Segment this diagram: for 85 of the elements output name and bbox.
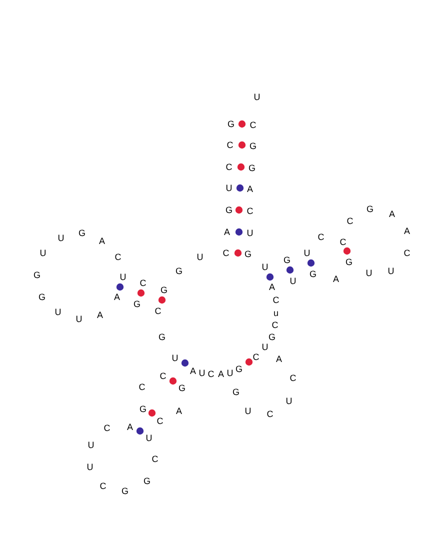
nucleotide-letter: C — [100, 481, 106, 491]
nucleotide-letter: G — [134, 299, 140, 309]
nucleotide-letter: C — [250, 120, 256, 130]
nucleotide-letter: G — [284, 255, 290, 265]
nucleotide-letter: C — [290, 373, 296, 383]
nucleotide-letter: G — [346, 257, 352, 267]
nucleotide-letter: A — [269, 282, 275, 292]
nucleotide-letter: G — [366, 204, 374, 214]
nucleotide-letter: A — [333, 274, 339, 284]
nucleotide-letter: C — [226, 140, 234, 150]
nucleotide-letter: C — [246, 206, 254, 216]
nucleotide-letter: A — [99, 236, 105, 246]
nucleotide-letter: U — [88, 440, 94, 450]
nucleotide-letter: C — [154, 306, 162, 316]
nucleotide-letter: U — [262, 262, 268, 272]
nucleotide-letter: C — [156, 416, 164, 426]
nucleotide-letter: U — [40, 248, 46, 258]
nucleotide-letter: G — [226, 205, 232, 215]
nucleotide-letter: G — [34, 270, 40, 280]
nucleotide-letter: G — [178, 383, 186, 393]
nucleotide-letter: u — [274, 308, 278, 318]
nucleotide-letter: A — [276, 354, 282, 364]
nucleotide-letter: C — [160, 371, 166, 381]
nucleotide-letter: U — [226, 368, 234, 378]
nucleotide-letter: U — [196, 252, 204, 262]
nucleotide-letter: U — [54, 307, 62, 317]
nucleotide-letter: U — [246, 228, 254, 238]
nucleotide-letter: A — [247, 184, 253, 194]
nucleotide-letter: C — [340, 237, 346, 247]
nucleotide-letter: A — [114, 292, 120, 302]
nucleotide-letter: A — [404, 226, 410, 236]
nucleotide-letter: G — [122, 486, 128, 496]
nucleotide-letter: U — [146, 433, 152, 443]
nucleotide-letter: G — [144, 476, 150, 486]
nucleotide-letter: A — [389, 209, 395, 219]
nucleotide-letter: U — [388, 266, 394, 276]
nucleotide-letter: U — [172, 353, 178, 363]
nucleotide-letter: G — [158, 332, 166, 342]
nucleotide-letter: G — [244, 249, 252, 259]
nucleotide-letter: U — [366, 268, 372, 278]
nucleotide-letter: U — [226, 183, 232, 193]
nucleotide-letter: G — [160, 285, 168, 295]
nucleotide-letter: G — [248, 163, 256, 173]
nucleotide-letter: C — [138, 382, 146, 392]
nucleotide-letter: U — [76, 314, 82, 324]
nucleotide-letter: C — [226, 162, 232, 172]
nucleotide-letter: C — [104, 423, 110, 433]
nucleotide-letter: C — [114, 252, 122, 262]
nucleotide-letter: A — [190, 366, 196, 376]
nucleotide-letter: G — [78, 228, 86, 238]
nucleotide-letter: C — [318, 232, 324, 242]
nucleotide-letter: U — [254, 92, 260, 102]
nucleotide-letter: U — [286, 396, 292, 406]
nucleotide-letter: U — [120, 272, 126, 282]
nucleotide-letter: U — [244, 406, 252, 416]
nucleotide-letter: U — [262, 342, 268, 352]
nucleotide-letter: C — [272, 320, 278, 330]
nucleotide-letter: G — [310, 269, 316, 279]
nucleotide-letter: G — [176, 266, 182, 276]
nucleotide-letter: A — [97, 310, 103, 320]
nucleotide-letter: C — [404, 248, 410, 258]
nucleotide-letter: A — [176, 406, 182, 416]
nucleotide-letter: G — [140, 404, 146, 414]
nucleotide-letter: C — [222, 248, 230, 258]
nucleotide-letter: C — [272, 295, 280, 305]
nucleotide-letter: C — [152, 454, 158, 464]
nucleotide-letter: C — [140, 278, 146, 288]
nucleotide-letter: U — [304, 248, 310, 258]
nucleotide-letter: G — [38, 292, 46, 302]
nucleotide-letter: C — [266, 409, 274, 419]
nucleotide-letter: G — [236, 364, 242, 374]
nucleotide-letter: C — [346, 216, 354, 226]
nucleotide-letter: G — [228, 119, 234, 129]
nucleotide-letter: G — [268, 332, 276, 342]
nucleotide-letter: A — [224, 227, 230, 237]
nucleotide-letter: U — [290, 276, 296, 286]
nucleotide-letter: U — [58, 233, 64, 243]
nucleotide-letter: G — [232, 387, 240, 397]
nucleotide-letter: A — [127, 422, 133, 432]
nucleotide-letter: U — [86, 462, 94, 472]
nucleotide-letter: C — [252, 352, 260, 362]
nucleotide-letter: C — [208, 369, 214, 379]
nucleotide-letter: G — [250, 141, 256, 151]
nucleotide-letter: U — [198, 368, 206, 378]
nucleotide-letter: A — [218, 369, 224, 379]
